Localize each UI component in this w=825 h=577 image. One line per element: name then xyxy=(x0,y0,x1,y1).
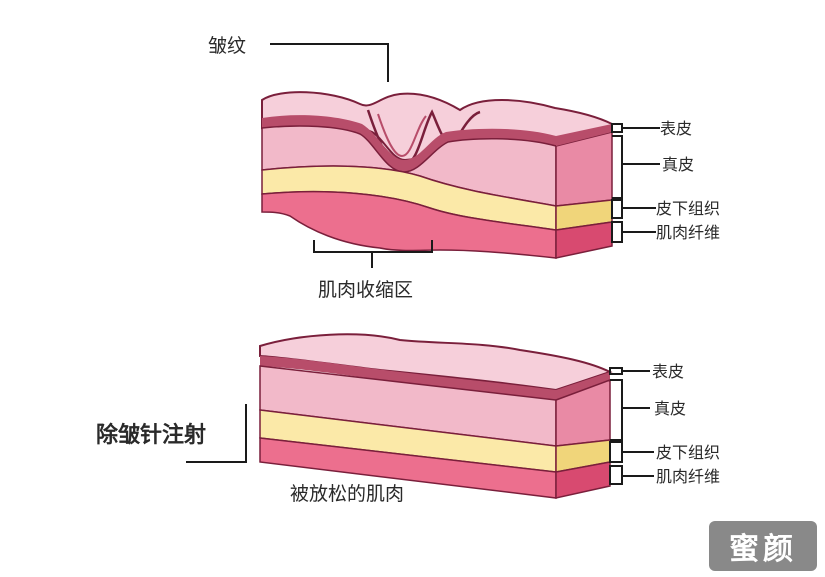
bottom-side-muscle xyxy=(555,461,611,499)
top-label-subcutaneous: 皮下组织 xyxy=(656,199,720,218)
watermark-logo: 蜜颜 xyxy=(709,521,817,571)
top-label-dermis: 真皮 xyxy=(662,155,694,174)
top-label-muscle: 肌肉纤维 xyxy=(656,223,720,242)
bottom-label-dermis: 真皮 xyxy=(654,399,686,418)
contraction-zone-label: 肌肉收缩区 xyxy=(318,279,413,301)
top-skin-block xyxy=(261,91,613,259)
bottom-leaders xyxy=(186,367,654,485)
top-leaders xyxy=(270,43,660,268)
top-side-muscle xyxy=(555,221,613,259)
top-label-epidermis: 表皮 xyxy=(660,119,692,138)
top-epidermis xyxy=(262,115,556,172)
top-side-epidermis xyxy=(556,124,612,146)
wrinkle-fold-inner xyxy=(377,113,427,158)
bottom-label-muscle: 肌肉纤维 xyxy=(656,467,720,486)
bottom-label-subcutaneous: 皮下组织 xyxy=(656,443,720,462)
bottom-label-epidermis: 表皮 xyxy=(652,362,684,381)
bottom-skin-block xyxy=(259,333,613,499)
top-muscle xyxy=(261,190,557,259)
bottom-epidermis xyxy=(260,356,556,400)
relaxed-muscle-label: 被放松的肌肉 xyxy=(290,483,404,505)
bottom-side-epidermis xyxy=(556,372,610,400)
wrinkle-label: 皱纹 xyxy=(208,35,246,57)
injection-label: 除皱针注射 xyxy=(96,422,206,448)
